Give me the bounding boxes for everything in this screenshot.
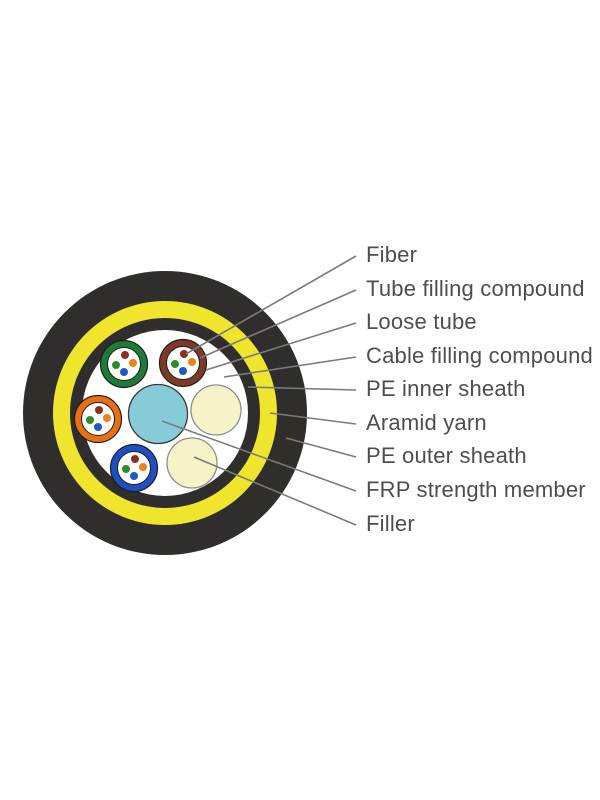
leader-lines xyxy=(161,255,357,526)
leader-line-9 xyxy=(193,456,357,526)
filler-rod xyxy=(190,384,242,436)
loose-tube-blue xyxy=(109,443,159,493)
fiber-dot xyxy=(130,472,138,480)
fiber-dot xyxy=(188,358,196,366)
loose-tube-brown xyxy=(158,338,208,388)
tube-filling-area xyxy=(117,451,151,485)
loose-tube-orange xyxy=(73,394,123,444)
leader-line-7 xyxy=(285,437,357,458)
leader-line-1 xyxy=(185,255,357,355)
fiber-dot xyxy=(180,350,188,358)
frp-strength-member xyxy=(127,383,189,445)
fiber-dot xyxy=(112,361,120,369)
fiber-dot xyxy=(122,465,130,473)
filler-rod xyxy=(166,437,218,489)
leader-line-4 xyxy=(223,356,357,378)
fiber-dot xyxy=(121,351,129,359)
fiber-dot xyxy=(94,423,102,431)
tube-filling-area xyxy=(166,346,200,380)
leader-line-6 xyxy=(269,412,357,425)
leader-line-3 xyxy=(205,322,357,371)
leader-line-8 xyxy=(161,420,357,492)
fiber-dot xyxy=(129,359,137,367)
tube-filling-area xyxy=(107,347,141,381)
fiber-dot xyxy=(120,368,128,376)
fiber-dot xyxy=(86,416,94,424)
tube-filling-area xyxy=(81,402,115,436)
fiber-dot xyxy=(139,463,147,471)
core-elements xyxy=(73,338,242,493)
leader-line-5 xyxy=(247,386,357,391)
fiber-dot xyxy=(131,455,139,463)
loose-tube-green xyxy=(99,339,149,389)
fiber-dot xyxy=(179,367,187,375)
fiber-dot xyxy=(103,414,111,422)
fiber-dot xyxy=(171,360,179,368)
fiber-dot xyxy=(95,406,103,414)
leader-line-2 xyxy=(199,289,357,359)
